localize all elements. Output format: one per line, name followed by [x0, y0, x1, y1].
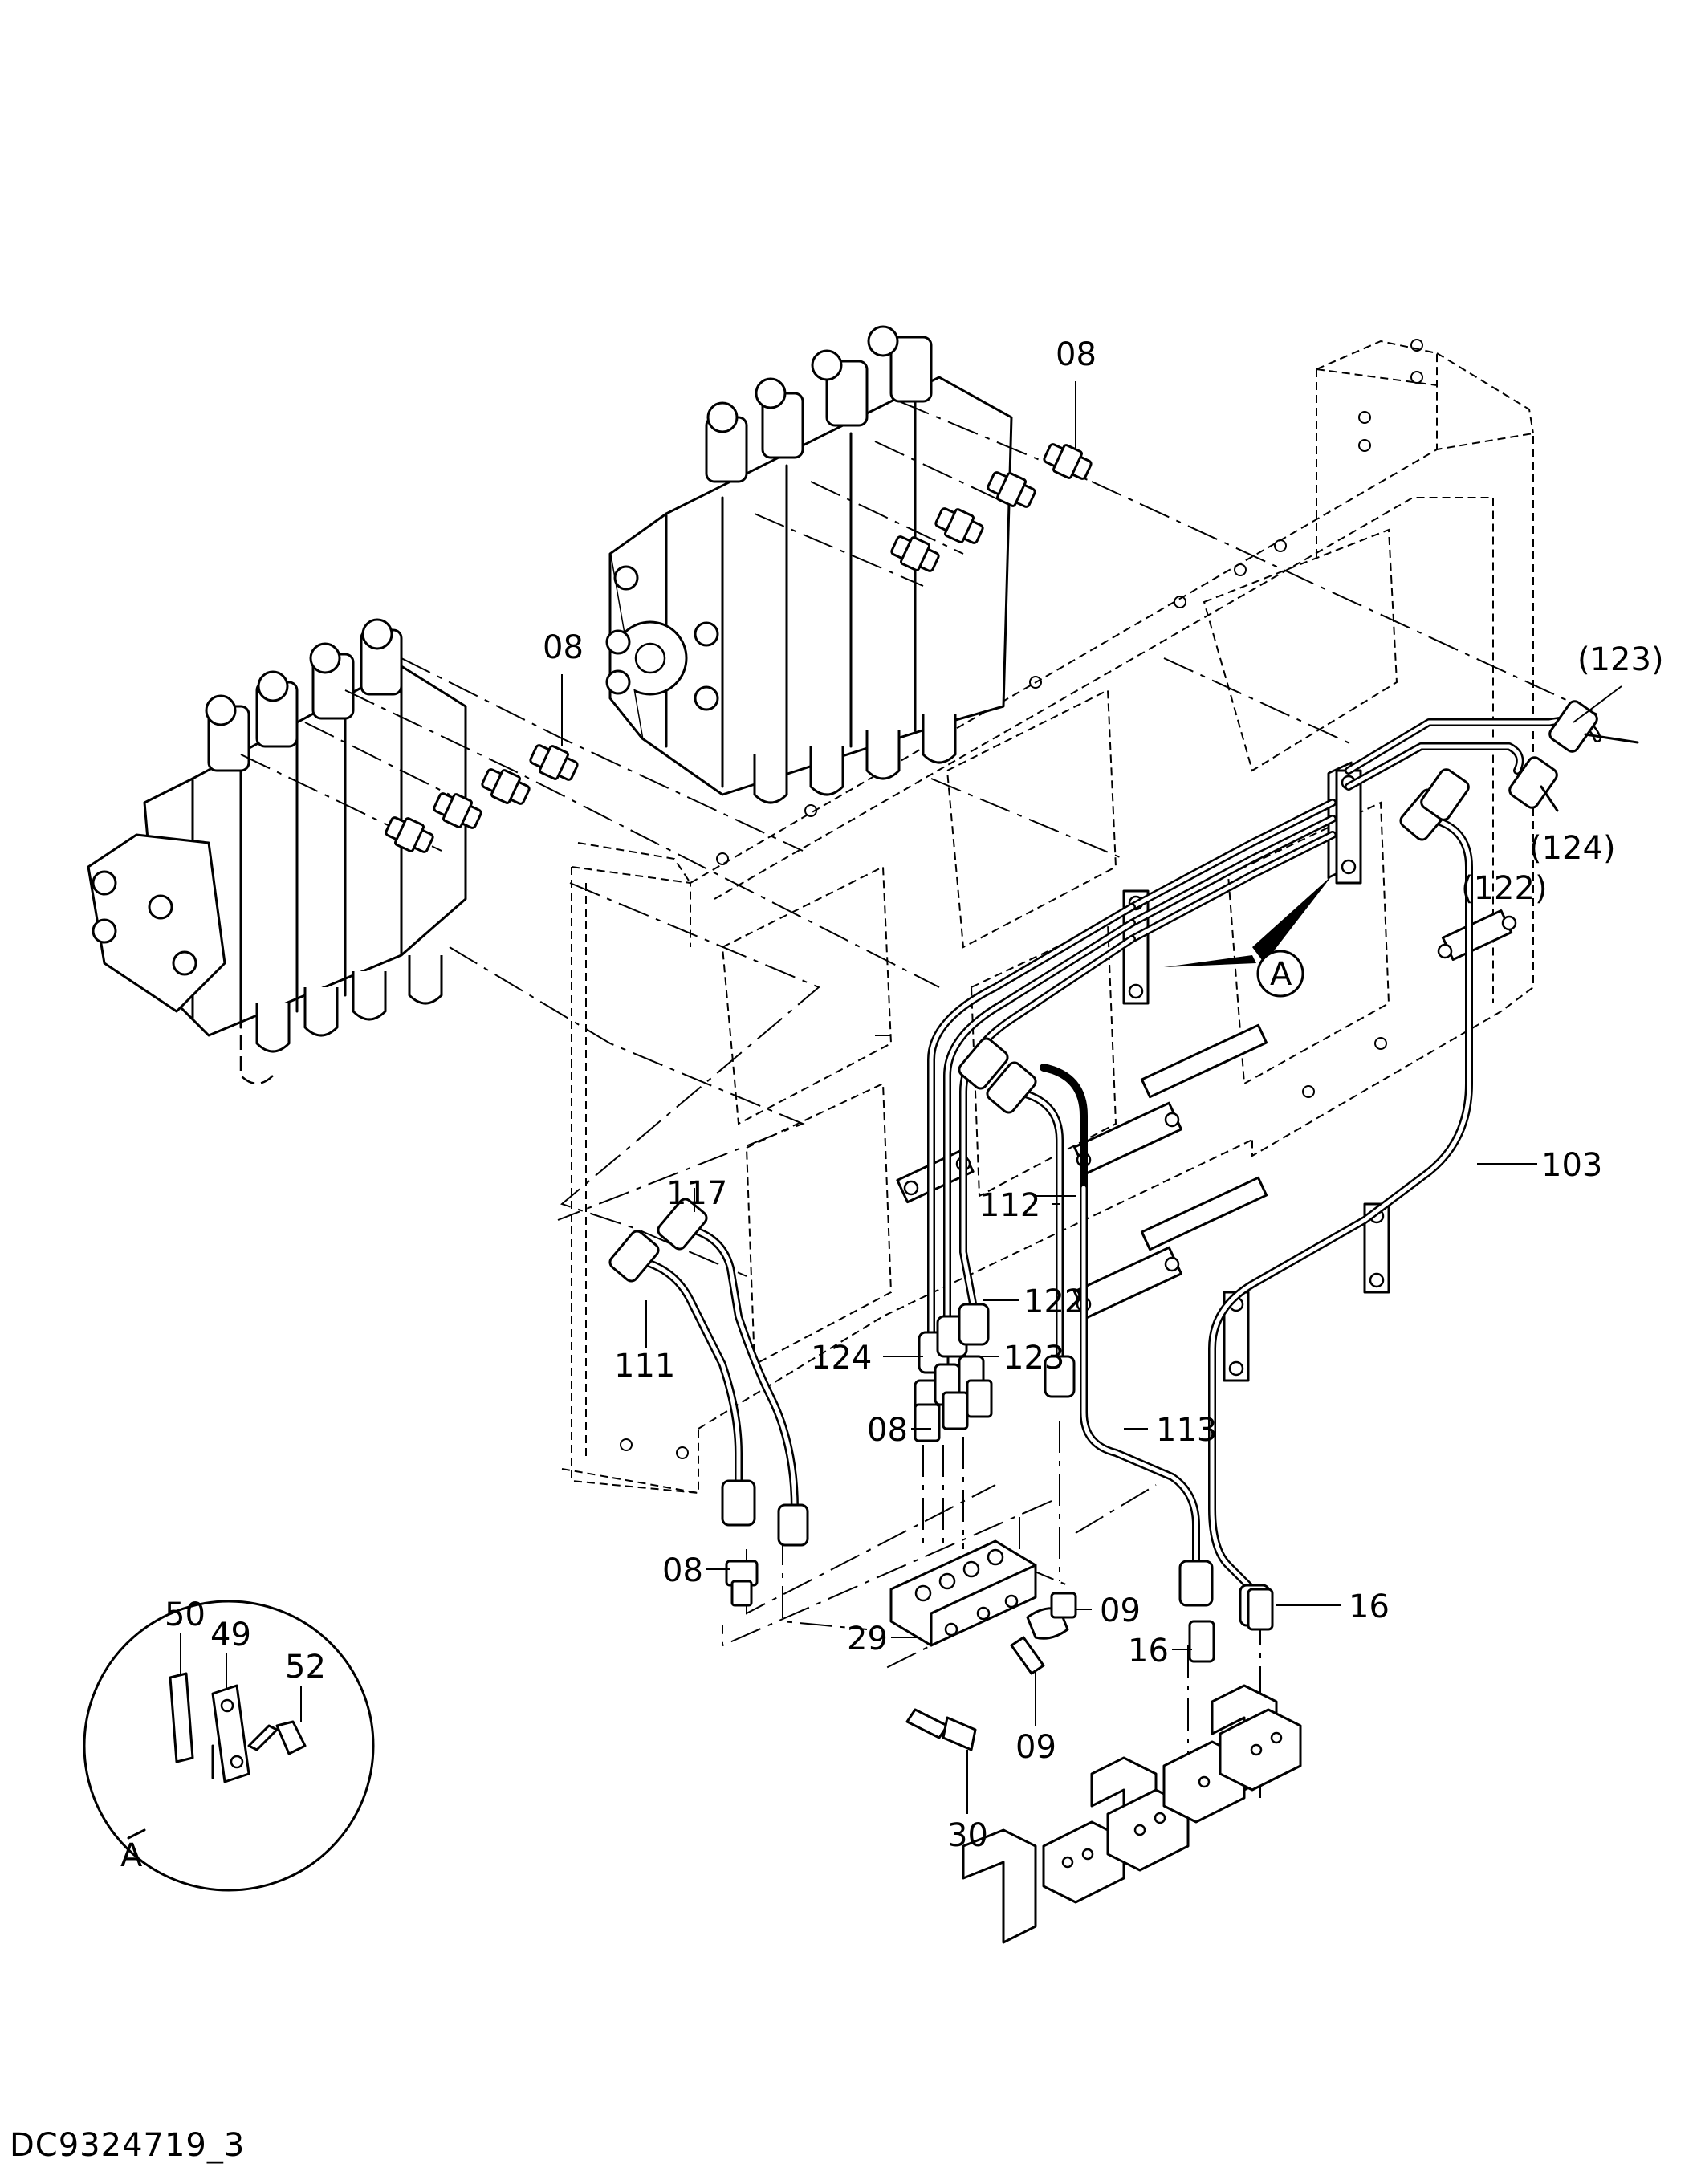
callout-view-a: A [1270, 956, 1292, 993]
callout-detail-a: A [120, 1837, 143, 1874]
callout-30: 30 [947, 1817, 988, 1854]
callout-16-mid: 16 [1128, 1633, 1169, 1670]
leaders [180, 381, 1622, 1814]
callout-50: 50 [165, 1596, 206, 1633]
control-valve-upper [605, 325, 1013, 804]
pipe-111-117 [608, 1198, 809, 1547]
callout-08-low: 08 [662, 1552, 703, 1589]
pipe-bundle-upper [927, 716, 1601, 1344]
control-valve-lower [87, 618, 467, 1085]
callout-08-top: 08 [1056, 336, 1097, 373]
callout-09-low: 09 [1015, 1729, 1056, 1766]
plate-50 [169, 1672, 194, 1763]
callout-08-left: 08 [543, 629, 584, 666]
drawing-id: DC9324719_3 [10, 2127, 246, 2164]
fittings [385, 443, 1093, 853]
callout-08-mid: 08 [867, 1412, 908, 1449]
bolt-52 [247, 1720, 307, 1755]
callout-117: 117 [666, 1175, 727, 1212]
junction-block-29 [889, 1539, 1037, 1647]
callout-52: 52 [285, 1649, 326, 1686]
callout-122-paren: (122) [1461, 870, 1548, 907]
view-a-indicator [1164, 875, 1333, 998]
callout-111: 111 [614, 1348, 675, 1385]
lower-brackets [962, 1684, 1302, 1944]
callouts: 08 08 (123) (124) (122) A 103 117 112 12… [120, 336, 1664, 1874]
callout-123-paren: (123) [1577, 641, 1664, 678]
fitting-09-elbow [1010, 1592, 1077, 1675]
callout-112: 112 [979, 1187, 1040, 1224]
callout-29: 29 [847, 1621, 888, 1657]
pipe-upper-right [1420, 700, 1639, 821]
callout-113: 113 [1156, 1412, 1217, 1449]
callout-49: 49 [210, 1617, 251, 1653]
pipe-clamps [896, 761, 1517, 1382]
pipe-113 [1080, 1184, 1214, 1607]
pipe-103 [1208, 788, 1473, 1627]
pipe-112 [958, 1037, 1088, 1398]
callout-124: 124 [811, 1340, 872, 1377]
fitting-16 [1188, 1588, 1274, 1663]
callout-16-right: 16 [1349, 1588, 1390, 1625]
callout-123: 123 [1003, 1340, 1064, 1377]
detail-a [83, 1600, 375, 1892]
callout-122: 122 [1023, 1283, 1084, 1320]
callout-09-right: 09 [1100, 1592, 1141, 1629]
clamp-49 [211, 1684, 250, 1783]
frame-outline [561, 339, 1534, 1495]
fitting-08-low [725, 1560, 759, 1607]
bolt-30 [905, 1708, 977, 1751]
fittings-08-mid [914, 1379, 993, 1442]
callout-124-paren: (124) [1529, 830, 1616, 867]
callout-103: 103 [1541, 1147, 1602, 1184]
